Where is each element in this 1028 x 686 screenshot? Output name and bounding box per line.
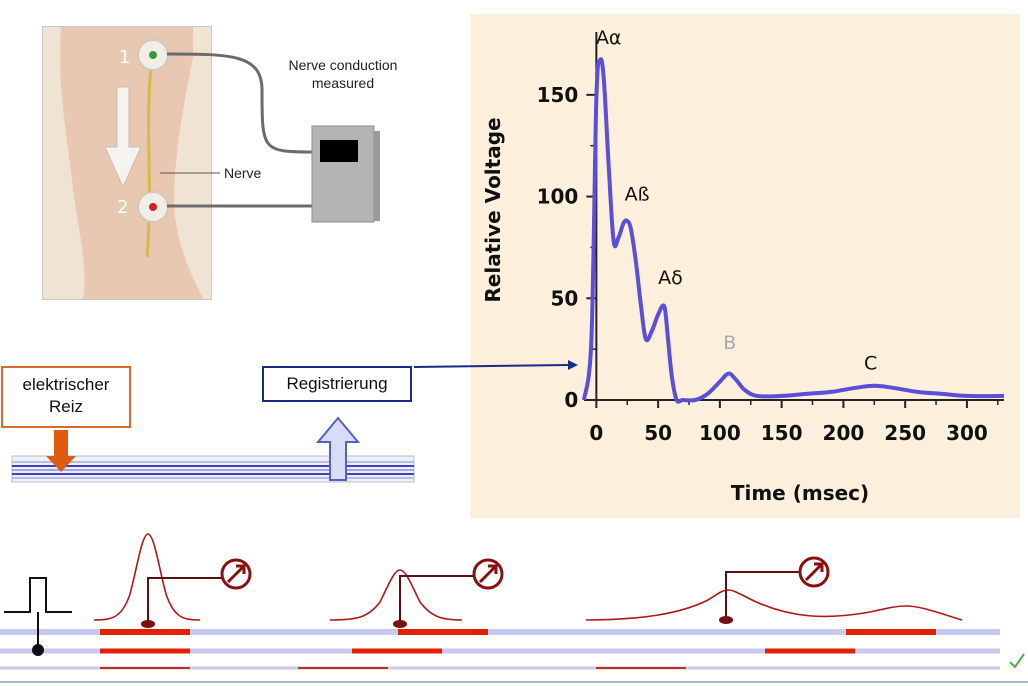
- peak-label: B: [723, 332, 736, 354]
- recording-electrodes: [147, 571, 800, 624]
- y-axis-title: Relative Voltage: [481, 117, 505, 302]
- link-arrow: [413, 360, 578, 370]
- x-tick-label: 200: [823, 421, 865, 445]
- nerve-line: [145, 66, 153, 258]
- x-tick-label: 0: [589, 421, 603, 445]
- peak-label: C: [864, 352, 877, 374]
- device-caption: Nerve conduction measured: [268, 56, 418, 92]
- check-icon: [1009, 653, 1025, 669]
- leg-illustration: 1 2: [42, 26, 212, 300]
- voltmeter-icon: [472, 558, 504, 590]
- device-caption-line1: Nerve conduction: [288, 57, 398, 73]
- cap-series-line: [582, 57, 1005, 404]
- peak-label: Aδ: [658, 267, 683, 289]
- voltmeter-icon: [798, 556, 830, 588]
- nerve-fiber-schematic: [11, 416, 415, 483]
- x-tick-label: 250: [884, 421, 926, 445]
- recording-arrow-icon: [315, 416, 361, 481]
- propagating-potentials: [93, 533, 963, 621]
- x-tick-label: 300: [946, 421, 988, 445]
- propagation-strip: [0, 533, 1028, 683]
- cables-and-device: [160, 52, 380, 223]
- stimulus-box: elektrischer Reiz: [1, 366, 131, 428]
- cable-1: [166, 52, 313, 154]
- x-axis-title: Time (msec): [731, 481, 869, 505]
- x-tick-label: 150: [761, 421, 803, 445]
- electrode-2-label: 2: [117, 197, 128, 218]
- electrode-contacts: [141, 616, 733, 628]
- peak-label: Aα: [596, 27, 622, 49]
- y-tick-label: 50: [551, 286, 579, 310]
- recording-box: Registrierung: [262, 366, 412, 402]
- segment-bars: [100, 629, 936, 669]
- device-caption-line2: measured: [311, 75, 375, 91]
- voltmeter-icon: [220, 558, 252, 590]
- stimulus-pulse-icon: [4, 577, 72, 650]
- electrode-1-label: 1: [119, 47, 130, 68]
- conduction-direction-arrow: [104, 86, 142, 189]
- y-tick-label: 100: [537, 185, 579, 209]
- nerve-caption: Nerve: [224, 165, 262, 181]
- stimulus-label-line2: Reiz: [48, 397, 83, 416]
- link-arrow-head-icon: [568, 360, 578, 370]
- chart-axes: [584, 32, 1004, 401]
- y-tick-label: 150: [537, 83, 579, 107]
- x-tick-label: 50: [644, 421, 672, 445]
- peak-label: Aß: [625, 184, 650, 206]
- stimulus-arrow-icon: [46, 430, 76, 472]
- y-tick-label: 0: [564, 388, 578, 412]
- x-tick-label: 100: [699, 421, 741, 445]
- stimulus-label-line1: elektrischer: [22, 375, 110, 394]
